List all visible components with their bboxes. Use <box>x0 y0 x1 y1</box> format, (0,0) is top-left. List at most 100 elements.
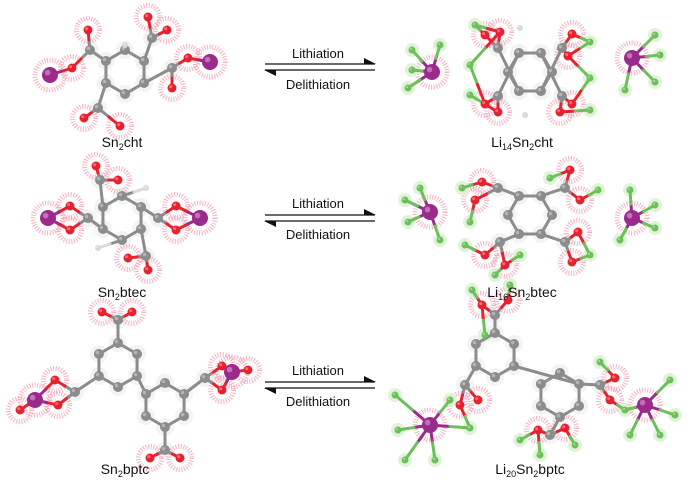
atom-highlight <box>622 87 626 91</box>
h-atom <box>517 25 523 31</box>
atom-halo <box>56 192 84 220</box>
li-atom <box>516 436 524 444</box>
atom-highlight <box>402 197 406 201</box>
li-atom <box>621 406 629 414</box>
atom-highlight <box>557 109 561 113</box>
atom-highlight <box>424 419 431 426</box>
atom-highlight <box>432 457 436 461</box>
atom-halo <box>558 90 586 118</box>
atom-highlight <box>457 402 461 406</box>
atom-halo <box>158 74 186 102</box>
li-atom <box>436 41 444 49</box>
atom-highlight <box>537 49 542 54</box>
atom-highlight <box>472 197 476 201</box>
atom-highlight <box>55 402 59 406</box>
o-atom <box>493 107 503 117</box>
atom-highlight <box>395 427 399 431</box>
o-atom <box>480 30 490 40</box>
atom-highlight <box>405 85 409 89</box>
c-atom <box>574 401 585 411</box>
atom-highlight <box>569 31 573 35</box>
h-atom <box>143 185 149 191</box>
c-atom <box>536 229 546 240</box>
atom-halo <box>556 156 584 184</box>
o-atom <box>113 175 123 185</box>
atom-highlight <box>595 187 599 191</box>
c-atom <box>179 389 190 399</box>
c-atom <box>493 91 503 101</box>
atom-highlight <box>467 425 471 429</box>
atom-highlight <box>517 437 521 441</box>
atom-highlight <box>185 55 189 59</box>
sn-atom <box>192 210 208 226</box>
product-label: Li16Sn2btec <box>487 284 557 302</box>
li-atom <box>621 86 629 94</box>
c-atom <box>140 389 151 399</box>
o-atom <box>145 453 155 463</box>
atom-highlight <box>657 52 661 56</box>
atom-highlight <box>537 452 541 456</box>
o-atom <box>495 27 505 37</box>
li-atom <box>656 51 664 59</box>
atom-highlight <box>561 184 566 189</box>
li-atom <box>506 281 514 289</box>
atom-highlight <box>652 79 656 83</box>
c-atom <box>97 202 108 212</box>
o-atom <box>477 177 487 187</box>
bond <box>512 364 549 377</box>
h-atom <box>522 112 528 118</box>
atom-highlight <box>180 412 185 417</box>
sn-atom <box>637 397 653 413</box>
atom-highlight <box>672 412 676 416</box>
atom-halo <box>32 57 68 93</box>
atom-highlight <box>475 397 479 401</box>
atom-halo <box>601 364 629 392</box>
atom-highlight <box>69 65 73 69</box>
c-atom <box>536 47 546 58</box>
o-atom <box>555 107 565 117</box>
o-atom <box>162 25 172 35</box>
c-atom <box>490 372 500 382</box>
li-atom <box>481 331 489 339</box>
o-atom <box>175 453 185 463</box>
atom-highlight <box>148 34 153 39</box>
li-atom <box>626 186 634 194</box>
atom-highlight <box>226 366 233 373</box>
li-atom <box>616 236 624 244</box>
atom-highlight <box>472 362 477 367</box>
atom-halo <box>412 194 448 230</box>
atom-halo <box>162 216 190 244</box>
atom-highlight <box>99 309 103 313</box>
c-atom <box>555 368 565 378</box>
atom-halo <box>486 18 514 46</box>
c-atom <box>97 224 108 234</box>
c-atom <box>93 371 104 381</box>
atom-halo <box>524 416 552 444</box>
li-atom <box>651 224 659 232</box>
li-atom <box>651 78 659 86</box>
atom-highlight <box>99 225 104 230</box>
c-atom <box>113 315 123 325</box>
o-atom <box>477 300 487 310</box>
atom-highlight <box>577 197 581 201</box>
li-atom <box>404 84 412 92</box>
atom-highlight <box>515 49 520 54</box>
atom-highlight <box>447 397 451 401</box>
c-atom <box>595 380 605 390</box>
atom-highlight <box>652 32 656 36</box>
atom-highlight <box>96 176 101 181</box>
atom-highlight <box>219 387 223 391</box>
li-atom <box>466 218 474 226</box>
o-atom <box>171 225 181 235</box>
atom-highlight <box>144 186 147 189</box>
sn-atom <box>40 210 56 226</box>
atom-highlight <box>118 236 123 241</box>
reactant-label: Sn2cht <box>101 134 143 152</box>
o-atom <box>65 201 75 211</box>
atom-highlight <box>494 92 499 97</box>
atom-highlight <box>548 211 553 216</box>
atom-halo <box>234 356 262 384</box>
li-atom <box>656 431 664 439</box>
atom-highlight <box>517 252 521 256</box>
li-atom <box>401 196 409 204</box>
